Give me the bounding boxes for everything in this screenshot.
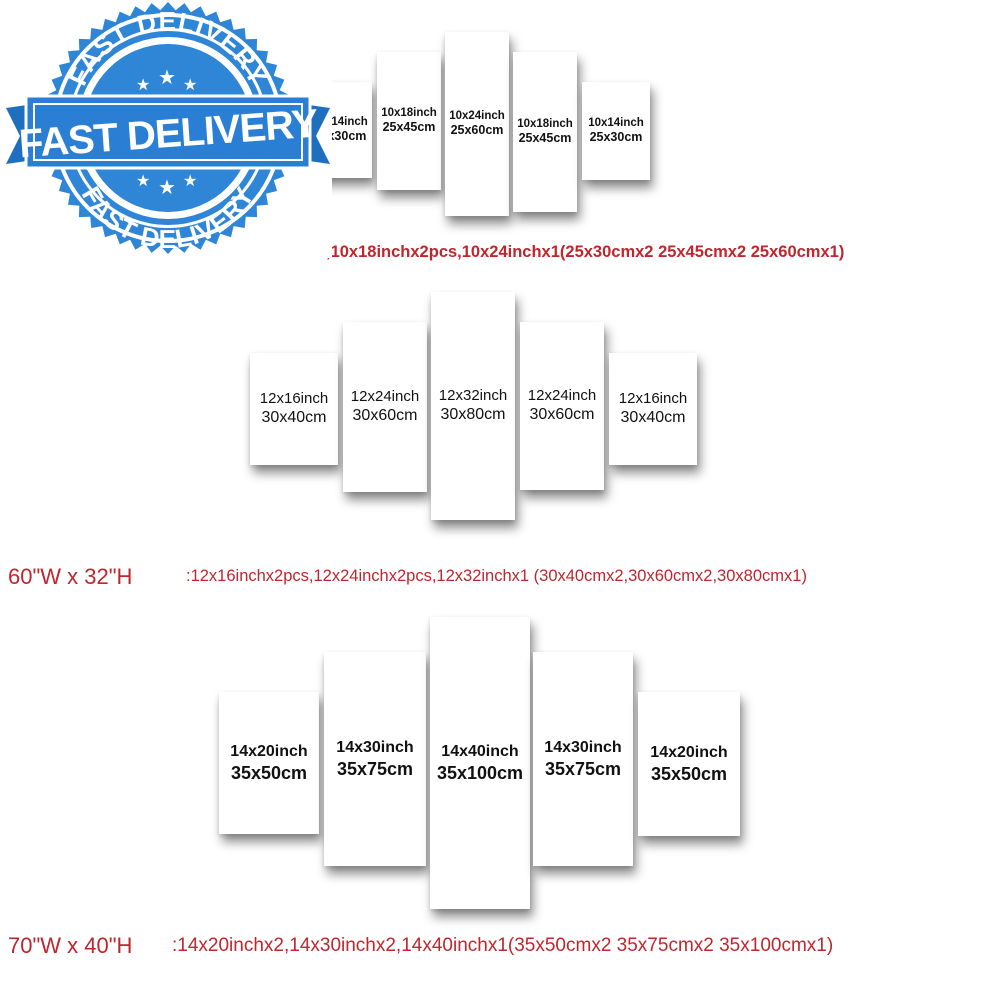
star-icon: ★: [183, 173, 197, 190]
overall-dimensions: 70"W x 40"H: [8, 933, 133, 958]
panel-size-cm: 30x40cm: [620, 409, 686, 427]
panel-size-cm: 30x60cm: [352, 407, 418, 425]
star-icon: ★: [136, 173, 150, 190]
overall-dimensions: 60"W x 32"H: [8, 564, 133, 589]
canvas-panel: 10x24inch 25x60cm: [445, 32, 509, 216]
canvas-panel: 12x16inch 30x40cm: [250, 353, 338, 465]
canvas-panel: 10x14inch 25x30cm: [582, 82, 650, 180]
stamp-graphic: FAST DELIVERY FAST DELIVERY ★ ★ ★ ★ ★ ★: [6, 2, 330, 254]
panel-size-inch: 14x20inch: [230, 742, 308, 760]
canvas-panel: 12x24inch 30x60cm: [343, 322, 427, 492]
panel-size-inch: 12x24inch: [350, 387, 420, 405]
panel-size-inch: 14x40inch: [441, 742, 519, 760]
canvas-panel: 12x24inch 30x60cm: [520, 322, 604, 490]
canvas-panel: 14x20inch 35x50cm: [638, 692, 740, 836]
canvas-panel: 10x18inch 25x45cm: [513, 52, 577, 212]
canvas-panel: 14x30inch 35x75cm: [533, 652, 633, 866]
canvas-panel: 14x20inch 35x50cm: [219, 692, 319, 834]
panel-size-inch: 10x14inch: [588, 117, 644, 129]
panel-size-cm: 30x80cm: [440, 406, 506, 424]
panel-size-inch: 14x30inch: [336, 738, 414, 756]
panel-size-inch: 12x32inch: [438, 386, 508, 404]
panel-size-cm: 35x75cm: [544, 758, 622, 779]
panel-size-cm: 35x50cm: [650, 763, 728, 784]
panel-size-inch: 14x20inch: [650, 743, 728, 761]
size-caption: :14x20inchx2,14x30inchx2,14x40inchx1(35x…: [172, 935, 834, 956]
star-icon: ★: [183, 77, 197, 94]
panel-size-cm: 25x30cm: [589, 130, 643, 145]
star-icon: ★: [158, 177, 176, 199]
panel-size-inch: 14x30inch: [544, 738, 622, 756]
star-icon: ★: [136, 77, 150, 94]
panel-size-inch: 10x24inch: [449, 110, 505, 122]
panel-size-cm: 35x100cm: [436, 762, 524, 783]
canvas-panel: 12x16inch 30x40cm: [609, 353, 697, 465]
size-caption: :12x16inchx2pcs,12x24inchx2pcs,12x32inch…: [186, 567, 807, 585]
panel-size-inch: 12x16inch: [259, 389, 329, 407]
size-caption: ,10x18inchx2pcs,10x24inchx1(25x30cmx2 25…: [326, 243, 845, 261]
panel-size-inch: 10x18inch: [517, 118, 573, 130]
panel-size-inch: 12x16inch: [618, 389, 688, 407]
canvas-panel: 10x18inch 25x45cm: [377, 52, 441, 190]
panel-size-cm: 25x60cm: [450, 123, 504, 138]
panel-size-inch: 12x24inch: [527, 386, 597, 404]
canvas-panel: 12x32inch 30x80cm: [431, 292, 515, 520]
panel-size-inch: 10x18inch: [381, 107, 437, 119]
panel-size-cm: 25x45cm: [518, 131, 572, 146]
panel-size-cm: 35x50cm: [230, 762, 308, 783]
panel-size-cm: 25x45cm: [382, 120, 436, 135]
panel-size-cm: 30x60cm: [529, 406, 595, 424]
canvas-panel: 14x30inch 35x75cm: [324, 652, 426, 866]
stamp-ribbon: [6, 94, 330, 170]
canvas-panel: 14x40inch 35x100cm: [430, 617, 530, 909]
fast-delivery-stamp: FAST DELIVERY FAST DELIVERY ★ ★ ★ ★ ★ ★: [0, 0, 332, 258]
panel-size-cm: 30x40cm: [261, 409, 327, 427]
star-icon: ★: [158, 67, 176, 89]
star-icons: ★ ★ ★ ★ ★ ★: [136, 67, 197, 199]
panel-size-cm: 35x75cm: [336, 758, 414, 779]
